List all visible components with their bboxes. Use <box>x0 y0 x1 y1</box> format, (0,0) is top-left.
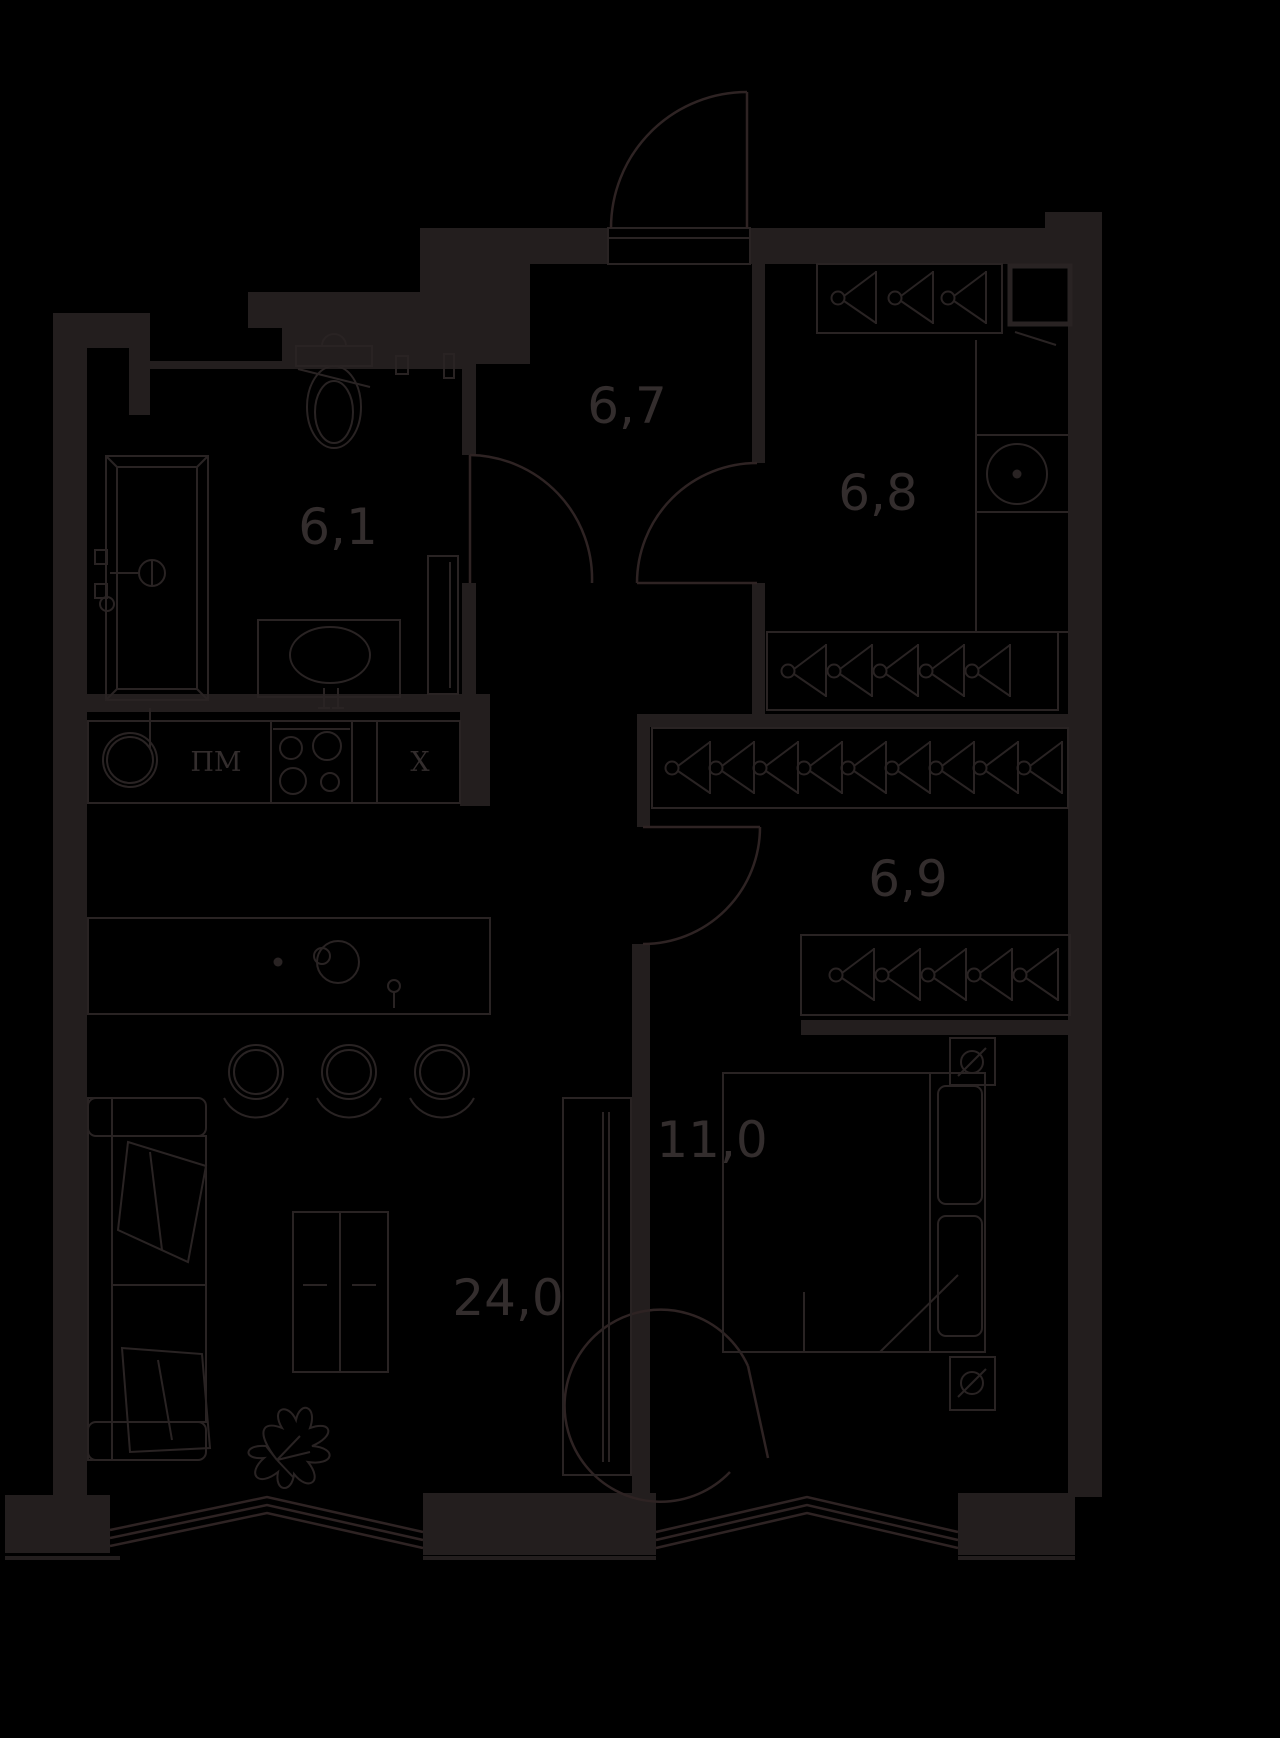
wall-top-step-a <box>248 292 282 328</box>
toilet-icon <box>295 333 455 449</box>
bar-stools <box>223 1044 475 1119</box>
towel-rail-icon <box>427 555 459 695</box>
hanger-icon <box>708 740 755 795</box>
desk-counter-68 <box>975 340 1068 633</box>
wall-niche-stub <box>129 348 150 415</box>
wall-top-left-of-door <box>530 228 608 264</box>
wall-bathroom-right-upper <box>462 368 476 455</box>
stool-icon <box>316 1044 382 1119</box>
room-68-door <box>635 461 758 585</box>
sill-center <box>423 1556 656 1560</box>
hanger-icon <box>826 643 873 698</box>
entry-door <box>607 90 751 265</box>
duct-shaft <box>1007 263 1073 346</box>
hanger-icon <box>964 643 1011 698</box>
hanger-icon <box>828 947 875 1002</box>
kitchen-island <box>87 917 491 1015</box>
nightstand-icon <box>949 1356 996 1411</box>
wall-partition-living-bedroom <box>632 944 650 1493</box>
room-label-bathroom: 6,1 <box>298 498 378 556</box>
sofa-icon <box>87 1097 212 1461</box>
wall-bathroom-right-lower <box>462 583 476 694</box>
washbasin-icon <box>986 443 1048 505</box>
hanger-icon <box>1012 947 1059 1002</box>
hanger-icon <box>872 643 919 698</box>
wall-top-right-corner <box>1045 212 1102 264</box>
hanger-icon <box>840 740 887 795</box>
wall-top-corner-block <box>420 228 530 364</box>
hanger-icon <box>966 947 1013 1002</box>
kitchen-counter: ПМ X <box>87 708 461 804</box>
wardrobe-69-rack-short <box>800 934 1071 1016</box>
fridge-label: X <box>410 747 430 778</box>
plant-icon <box>247 1406 331 1489</box>
hanger-icon <box>796 740 843 795</box>
entry-threshold <box>607 227 751 265</box>
wall-69-left-stub <box>637 714 650 827</box>
hanger-icon <box>874 947 921 1002</box>
hanger-icon <box>884 740 931 795</box>
bedroom-door <box>563 1308 770 1503</box>
room-label-wardrobe: 6,9 <box>868 850 948 908</box>
pillow-icon <box>937 1085 983 1205</box>
room-label-hallway: 6,7 <box>587 377 667 435</box>
pier-bottom-left <box>5 1495 110 1553</box>
entry-door-swing <box>609 90 748 229</box>
wardrobe-69-door <box>642 825 762 946</box>
nightstand-icon <box>949 1037 996 1086</box>
wardrobe-69-rack-long <box>651 727 1069 809</box>
hanger-icon <box>887 270 934 325</box>
tv-unit-icon <box>562 1097 632 1476</box>
wall-top-step-b <box>282 292 420 364</box>
hanger-icon <box>780 643 827 698</box>
coffee-table-icon <box>292 1211 389 1373</box>
wall-hall-68-upper <box>752 264 765 463</box>
hanger-icon <box>664 740 711 795</box>
bay-window-bedroom <box>655 1495 959 1550</box>
wall-bathroom-bottom <box>87 694 490 712</box>
wall-bedroom-top <box>801 1020 1070 1035</box>
hanger-icon <box>940 270 987 325</box>
stool-icon <box>223 1044 289 1119</box>
wall-left-outer <box>53 348 87 1495</box>
hanger-icon <box>1016 740 1063 795</box>
sofa-pillow-icon <box>120 1346 212 1454</box>
bathtub-icon <box>94 455 209 701</box>
wall-69-top <box>637 714 1068 727</box>
island-tap-icon <box>387 979 401 993</box>
bay-window-living <box>109 1495 424 1550</box>
hanger-icon <box>920 947 967 1002</box>
wall-kitchen-stub <box>460 712 490 806</box>
room-label-bedroom: 11,0 <box>656 1111 767 1169</box>
wall-hall-68-lower <box>752 583 765 717</box>
wall-left-top-corner <box>53 313 150 348</box>
stool-icon <box>409 1044 475 1119</box>
wall-top-right-of-door <box>750 228 1073 264</box>
room-label-living: 24,0 <box>452 1269 563 1327</box>
stove-icon <box>270 720 353 804</box>
hanger-icon <box>928 740 975 795</box>
pillow-icon <box>937 1215 983 1337</box>
pier-bottom-right <box>958 1493 1075 1555</box>
wardrobe-68-bottom <box>766 631 1059 711</box>
dishwasher-label: ПМ <box>190 747 241 778</box>
sofa-pillow-icon <box>116 1140 208 1264</box>
hanger-icon <box>830 270 877 325</box>
hanger-icon <box>918 643 965 698</box>
hanger-icon <box>972 740 1019 795</box>
wardrobe-68-top <box>816 263 1003 334</box>
pier-bottom-center <box>423 1493 656 1555</box>
bathroom-door <box>468 453 594 584</box>
wall-right-outer <box>1068 264 1102 1497</box>
bed-icon <box>722 1072 986 1353</box>
vanity-sink-icon <box>257 619 401 709</box>
kitchen-sink-icon <box>102 732 158 788</box>
hanger-icon <box>752 740 799 795</box>
sill-right <box>958 1556 1075 1560</box>
sill-left <box>5 1556 120 1560</box>
room-label-room-small: 6,8 <box>838 464 918 522</box>
